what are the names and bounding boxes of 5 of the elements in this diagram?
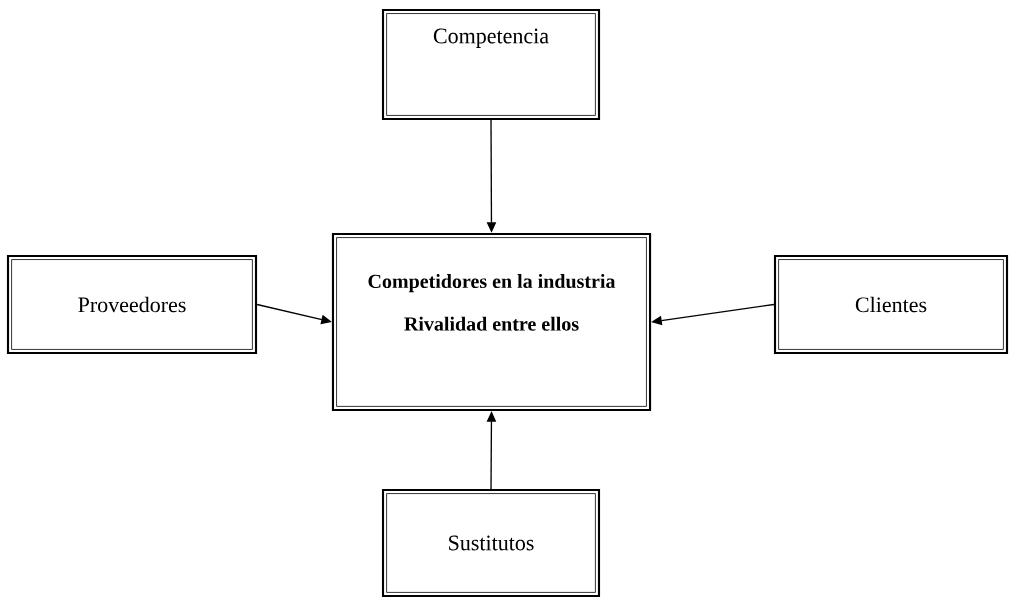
double-box: Sustitutos <box>381 488 601 598</box>
double-box: Competidores en la industria Rivalidad entre ellos <box>331 232 652 412</box>
double-box: Clientes <box>773 254 1009 355</box>
double-box: Proveedores <box>6 254 258 355</box>
double-box: Competencia <box>381 8 601 121</box>
